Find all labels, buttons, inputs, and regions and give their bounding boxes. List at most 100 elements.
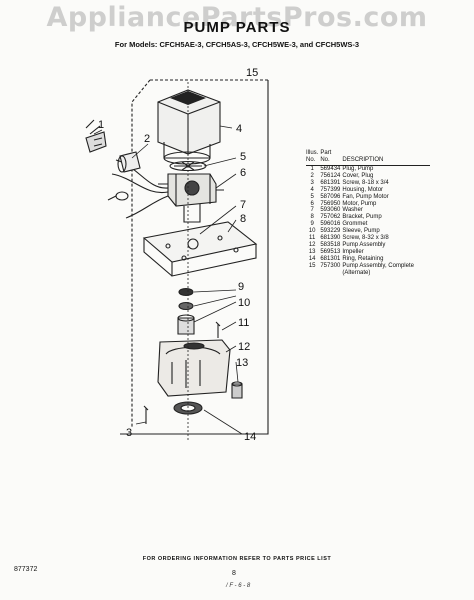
table-cell-part: 681301 [320, 255, 341, 262]
handwritten-mark: / F - 6 - 8 [226, 583, 251, 589]
exploded-pump-diagram: 1 2 3 4 5 6 7 8 9 10 11 12 13 14 15 [85, 67, 269, 443]
table-cell-illus: 4 [310, 186, 314, 193]
motor-housing [157, 89, 221, 165]
table-cell-illus: 10 [308, 228, 316, 235]
table-cell-illus: 11 [309, 235, 316, 242]
plug-cover [117, 151, 141, 173]
table-cell-desc: Fan, Pump Motor [342, 193, 389, 200]
table-cell-part: 757399 [320, 186, 341, 193]
header-description: DESCRIPTION [342, 150, 430, 166]
callout-7: 7 [240, 199, 246, 211]
table-cell-part: 587096 [320, 193, 341, 200]
page-number: 8 [232, 570, 236, 577]
table-cell-part: 593229 [320, 228, 341, 235]
assembly-bracket [120, 79, 269, 435]
table-cell-desc: Cover, Plug [342, 172, 374, 179]
table-cell-part: 756124 [320, 172, 341, 179]
table-cell-desc: Screw, 8-32 x 3/8 [342, 235, 389, 242]
pump-sleeve [177, 314, 195, 335]
watermark: AppliancePartsPros.com [46, 2, 428, 33]
table-cell-illus: 6 [310, 200, 314, 207]
table-cell-desc: Impeller [342, 248, 364, 255]
callout-3: 3 [126, 427, 132, 439]
callout-10: 10 [238, 297, 250, 309]
callout-6: 6 [240, 167, 246, 179]
table-cell-part: 757300 [320, 262, 341, 269]
table-cell-illus: 9 [310, 221, 314, 228]
table-cell-desc: Grommet [342, 221, 368, 228]
table-cell-illus: 1 [310, 166, 314, 172]
impeller [231, 381, 243, 399]
table-cell-desc: Housing, Motor [342, 186, 384, 193]
callout-15: 15 [246, 67, 258, 79]
callout-14: 14 [244, 431, 256, 443]
table-cell-illus: 13 [308, 248, 316, 255]
wire-connector [107, 191, 129, 201]
document-code: 877372 [14, 566, 38, 573]
table-cell-illus: 2 [310, 172, 314, 179]
screw-large [143, 405, 149, 424]
table-cell-illus: 14 [308, 255, 316, 262]
table-cell-part: 757062 [320, 214, 341, 221]
table-cell-desc: Ring, Retaining [342, 255, 384, 262]
table-cell-desc: Bracket, Pump [342, 214, 382, 221]
table-cell-part: 756950 [320, 200, 341, 207]
table-cell-part: 593060 [320, 207, 341, 214]
models-line: For Models: CFCH5AE-3, CFCH5AS-3, CFCH5W… [114, 40, 360, 49]
table-cell-part: 681391 [320, 179, 341, 186]
table-cell-desc: Pump Assembly [342, 241, 386, 248]
table-cell-desc: Screw, 8-18 x 3/4 [342, 179, 389, 186]
page-title: PUMP PARTS [183, 19, 291, 36]
table-cell-part: 681390 [320, 235, 341, 242]
table-cell-part: 569513 [320, 248, 341, 255]
table-cell-desc: Motor, Pump [342, 200, 377, 207]
table-cell-illus: 15 [308, 262, 316, 269]
screw-small [215, 321, 221, 338]
callout-9: 9 [238, 281, 244, 293]
callout-1: 1 [98, 119, 104, 131]
callout-2: 2 [144, 133, 150, 145]
table-cell-illus: 7 [310, 207, 314, 214]
callout-12: 12 [238, 341, 250, 353]
callout-8: 8 [240, 213, 246, 225]
callout-numbers: 1 2 3 4 5 6 7 8 9 10 11 12 13 14 15 [98, 67, 258, 443]
table-cell-desc: Plug, Pump [342, 166, 374, 172]
leader-lines [93, 125, 243, 435]
callout-4: 4 [236, 123, 242, 135]
callout-13: 13 [236, 357, 248, 369]
callout-11: 11 [238, 317, 249, 329]
pump-bracket [142, 221, 258, 277]
table-cell-part: 569434 [320, 166, 341, 172]
pump-assembly [157, 339, 231, 397]
table-cell-part: 583518 [320, 241, 341, 248]
table-cell-desc: Sleeve, Pump [342, 228, 380, 235]
table-cell-illus: 5 [310, 193, 314, 200]
callout-5: 5 [240, 151, 246, 163]
table-cell-illus: 8 [310, 214, 314, 221]
wiring-harness [85, 119, 169, 219]
pump-motor [158, 173, 224, 223]
table-cell-illus: 12 [308, 241, 316, 248]
table-cell-desc: Washer [342, 207, 363, 214]
table-cell-illus: 3 [310, 179, 314, 186]
